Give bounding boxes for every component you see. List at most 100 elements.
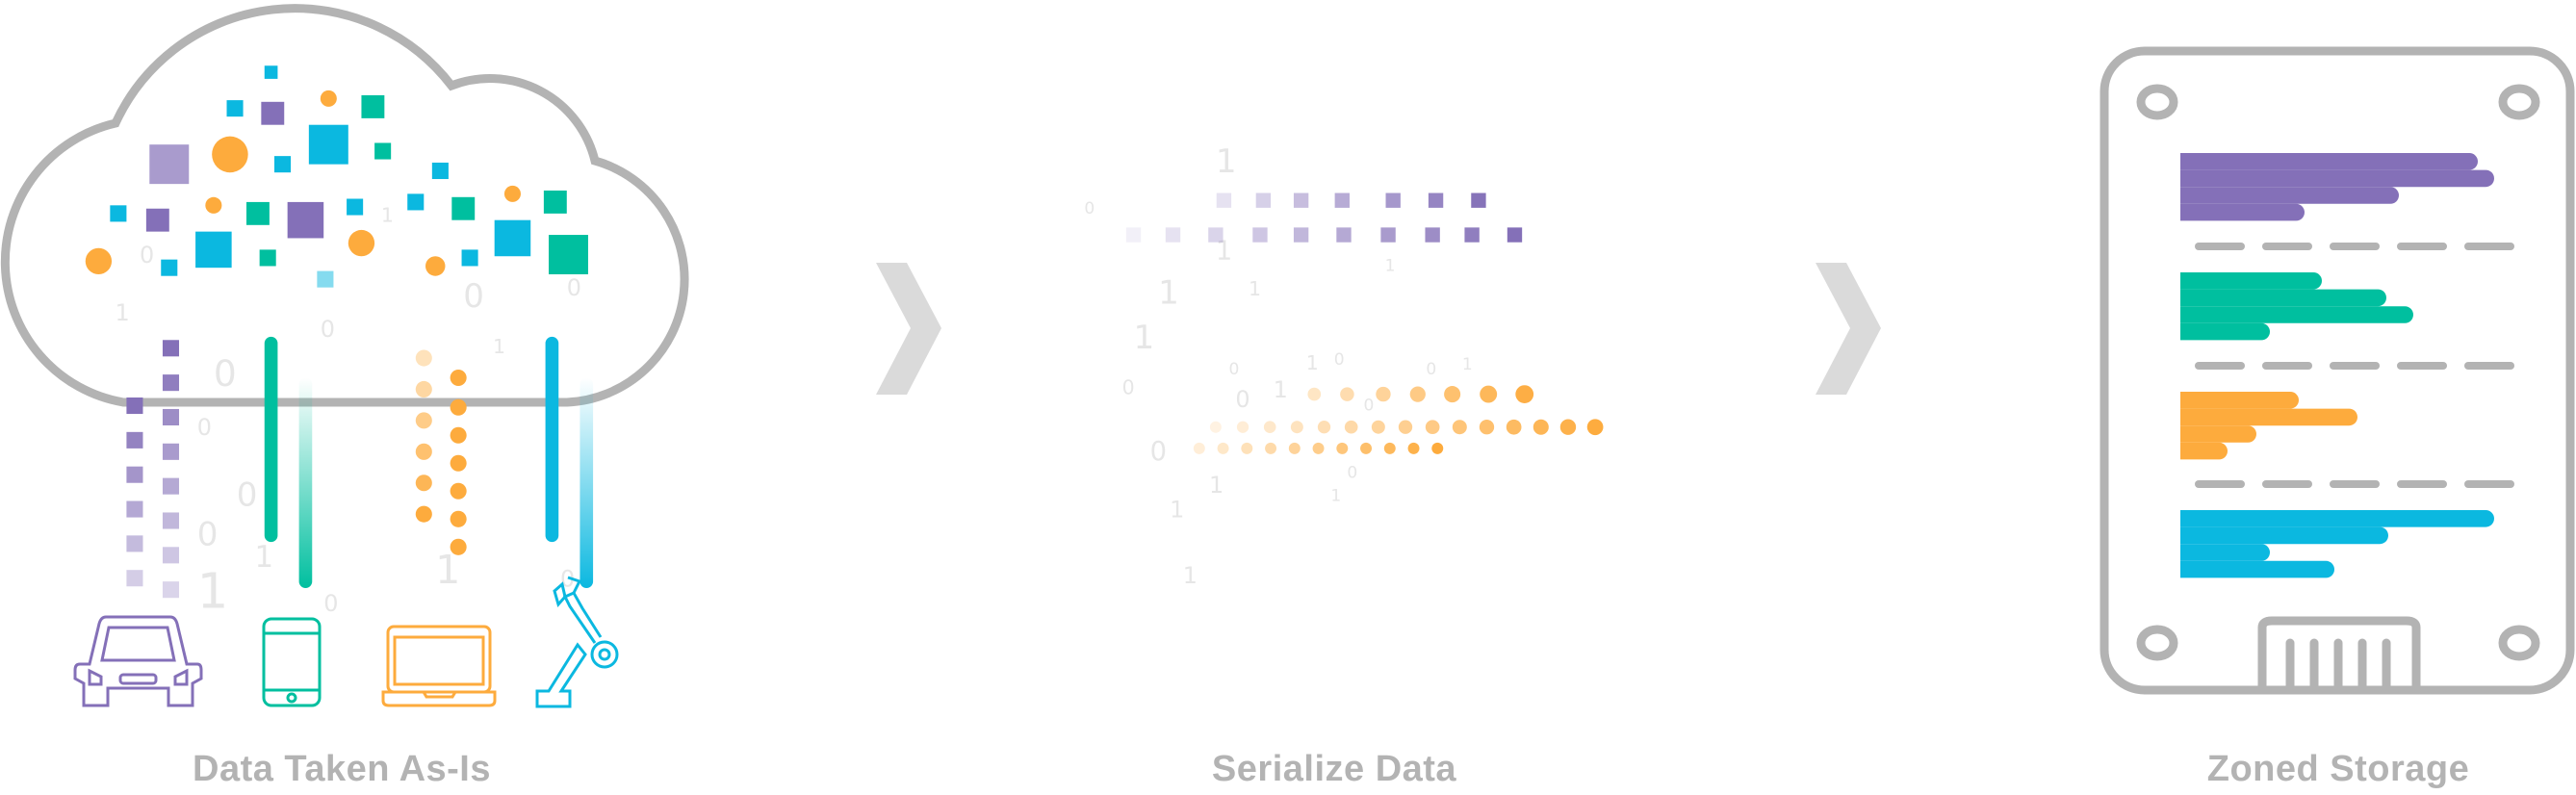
binary-digit: 0 xyxy=(1235,386,1249,413)
data-square xyxy=(126,500,143,518)
storage-block xyxy=(2180,392,2299,409)
data-square xyxy=(287,201,324,239)
data-square xyxy=(162,443,180,460)
binary-digit: 0 xyxy=(197,414,212,441)
storage-block xyxy=(2180,187,2399,204)
binary-digit: 0 xyxy=(323,590,338,617)
cloud-data-items xyxy=(85,65,588,288)
data-square xyxy=(1507,227,1523,243)
binary-digit: 0 xyxy=(214,352,237,395)
binary-digit: 1 xyxy=(1216,142,1237,181)
data-dot xyxy=(450,454,467,472)
data-square xyxy=(126,570,143,587)
data-dot xyxy=(212,136,248,173)
data-dot xyxy=(1533,419,1549,435)
data-dot xyxy=(1480,385,1498,403)
data-square xyxy=(162,477,180,495)
data-dot xyxy=(348,229,375,257)
data-square xyxy=(1425,227,1440,243)
storage-block xyxy=(2180,560,2334,578)
binary-digit: 0 xyxy=(140,242,154,269)
data-dot xyxy=(450,538,467,555)
data-square xyxy=(162,374,180,392)
data-square xyxy=(1208,227,1224,243)
data-square xyxy=(361,94,385,118)
binary-digit: 1 xyxy=(197,562,229,620)
data-dot xyxy=(1317,421,1331,434)
storage-block xyxy=(2180,272,2322,290)
data-dot xyxy=(1452,420,1467,435)
data-square xyxy=(308,124,348,165)
binary-digit: 1 xyxy=(1462,355,1473,374)
data-square xyxy=(374,142,392,160)
data-dot xyxy=(1217,442,1229,454)
binary-digit: 1 xyxy=(1158,274,1179,313)
car-icon xyxy=(73,615,203,707)
binary-digit: 1 xyxy=(1134,319,1155,357)
laptop-icon xyxy=(381,625,497,707)
binary-digit: 0 xyxy=(1363,397,1374,416)
data-dot xyxy=(85,247,113,275)
data-square xyxy=(347,198,364,216)
data-dot xyxy=(1241,442,1253,454)
data-dot xyxy=(450,426,467,444)
data-bar xyxy=(298,377,313,588)
binary-digit: 0 xyxy=(567,274,581,301)
binary-digit: 0 xyxy=(1084,199,1095,218)
data-dot xyxy=(1344,420,1358,434)
binary-digit: 0 xyxy=(1122,376,1135,399)
data-dot xyxy=(1340,387,1354,401)
stage-label-serialize-data: Serialize Data xyxy=(1211,749,1457,789)
data-dot xyxy=(1407,442,1420,454)
binary-digit: 1 xyxy=(1209,472,1224,499)
data-square xyxy=(126,397,143,415)
smartphone-icon xyxy=(262,617,322,707)
data-square xyxy=(226,100,244,117)
data-dot xyxy=(1288,442,1301,454)
serialized-data-streams xyxy=(1125,192,1604,591)
data-dot xyxy=(415,443,432,460)
data-dot xyxy=(1559,419,1577,435)
data-bar xyxy=(264,336,278,543)
data-dot xyxy=(503,185,521,202)
data-square xyxy=(407,193,425,211)
data-dot xyxy=(205,196,222,214)
storage-block xyxy=(2180,408,2357,426)
storage-block xyxy=(2180,442,2228,460)
data-square xyxy=(1252,227,1268,243)
data-square xyxy=(461,249,478,267)
data-square xyxy=(162,547,180,564)
data-square xyxy=(451,196,476,220)
data-square xyxy=(162,408,180,426)
data-dot xyxy=(1425,420,1440,435)
storage-block xyxy=(2180,289,2386,307)
data-square xyxy=(431,162,449,180)
data-square xyxy=(149,144,190,185)
data-square xyxy=(126,466,143,483)
data-square xyxy=(1385,192,1401,208)
cloud-outline xyxy=(0,4,689,407)
binary-digits-background: 10000011001010010111111010101001111000 xyxy=(115,142,1472,620)
data-dot xyxy=(1265,442,1277,454)
data-square xyxy=(274,156,292,173)
binary-digit: 1 xyxy=(255,540,274,575)
data-dot xyxy=(1236,421,1249,433)
storage-block xyxy=(2180,203,2305,221)
data-dot xyxy=(1209,421,1222,433)
data-dot xyxy=(415,474,432,492)
data-bar xyxy=(580,377,594,588)
data-dot xyxy=(1479,420,1495,435)
data-dot xyxy=(450,510,467,527)
data-square xyxy=(195,231,232,269)
data-square xyxy=(1125,227,1142,243)
data-square xyxy=(126,431,143,449)
data-square xyxy=(1165,227,1181,243)
data-square xyxy=(245,201,270,225)
storage-block xyxy=(2180,153,2478,170)
ssd-drive-icon xyxy=(2099,46,2575,695)
device-data-streams xyxy=(126,336,594,599)
storage-block xyxy=(2180,526,2388,545)
storage-block xyxy=(2180,322,2270,341)
robot-arm-icon xyxy=(535,576,619,708)
data-square xyxy=(126,535,143,552)
